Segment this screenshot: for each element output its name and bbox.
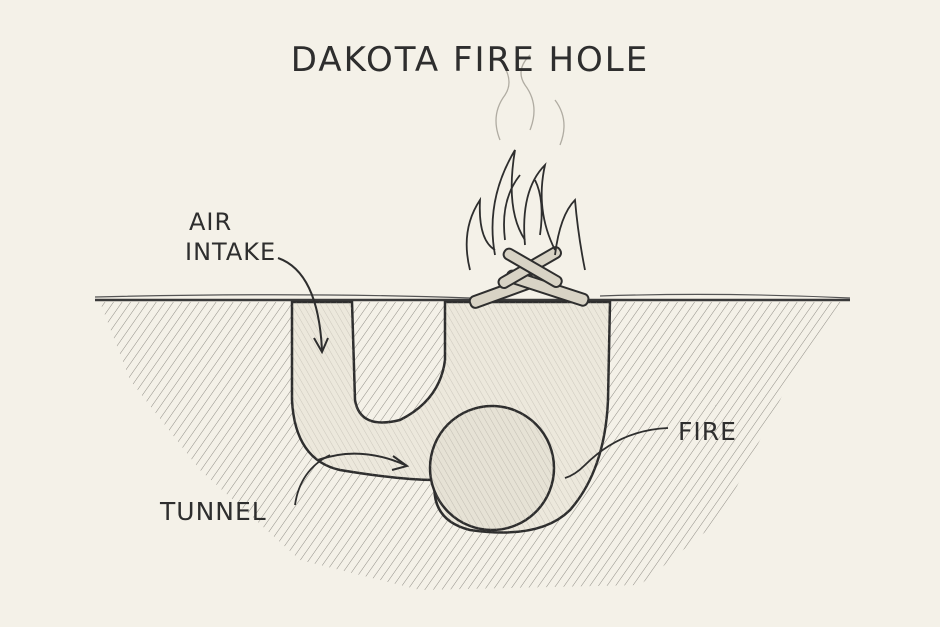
flames	[465, 149, 586, 271]
air-intake-label: AIR INTAKE	[185, 207, 276, 267]
tunnel-label: TUNNEL	[160, 497, 267, 526]
air-intake-arrow	[277, 257, 329, 355]
air-intake-label-line1: AIR	[189, 208, 233, 236]
smoke	[495, 54, 565, 146]
fire-leader	[564, 427, 669, 479]
air-intake-label-line2: INTAKE	[185, 238, 277, 266]
fire-label: FIRE	[678, 417, 737, 446]
diagram-title: DAKOTA FIRE HOLE	[290, 40, 650, 80]
tunnel-leader	[294, 454, 331, 506]
logs	[468, 246, 590, 309]
